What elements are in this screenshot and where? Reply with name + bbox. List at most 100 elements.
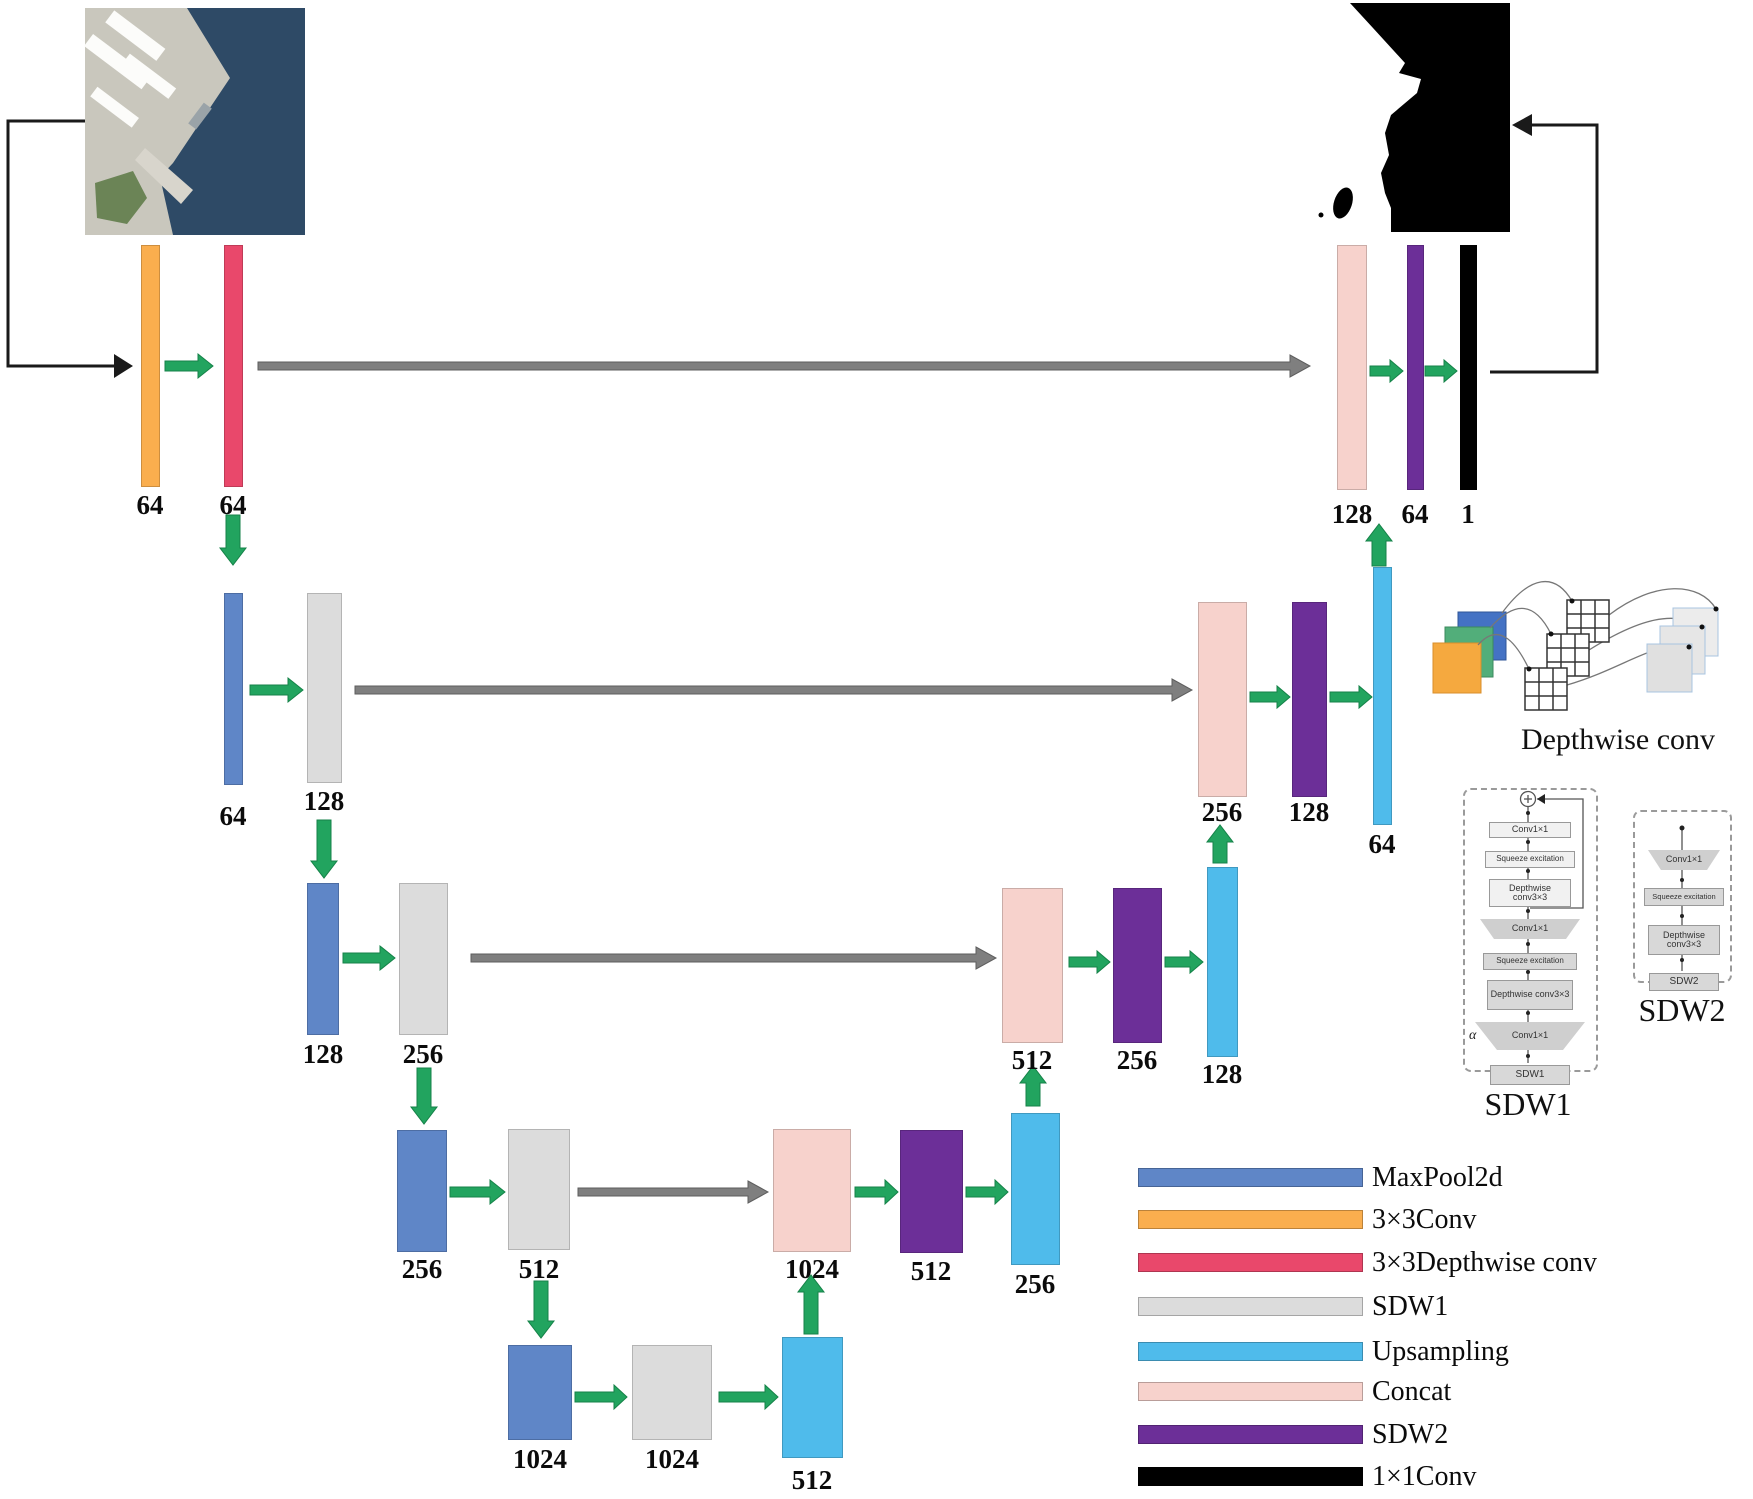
legend-label: Upsampling (1372, 1336, 1509, 1367)
channel-label: 512 (791, 1465, 833, 1495)
input-satellite-image (84, 8, 305, 235)
legend-swatch-maxpool (1138, 1168, 1363, 1187)
legend-label: SDW1 (1372, 1291, 1449, 1322)
sdw1-step: Conv1×1 (1480, 919, 1580, 939)
arrow-right (854, 1178, 899, 1206)
sdw2-junction-dots (1679, 825, 1685, 962)
sdw1-step: Squeeze excitation (1483, 953, 1577, 970)
legend-label: 1×1Conv (1372, 1461, 1477, 1492)
skip-arrow-level1 (257, 354, 1312, 378)
bar-dec3-concat (1002, 888, 1063, 1043)
legend-swatch-concat (1138, 1382, 1363, 1401)
arrow-right (965, 1178, 1009, 1206)
sdw1-step: Depthwise conv3×3 (1489, 879, 1571, 907)
feature-map-orange (1432, 642, 1482, 694)
bar-dec1-concat (1337, 245, 1367, 490)
depthwise-conv-illustration (1432, 580, 1719, 711)
arrow-down (526, 1280, 556, 1339)
bar-dec1-conv1x1 (1460, 245, 1477, 490)
flow-arrows (164, 352, 1458, 1411)
channel-label: 1024 (785, 1254, 839, 1284)
skip-arrow-level4 (577, 1180, 770, 1204)
bar-enc4-sdw1 (508, 1129, 570, 1250)
sdw2-caption: SDW2 (1638, 992, 1726, 1028)
alpha-label: α (1469, 1028, 1477, 1043)
channel-label: 64 (1368, 829, 1396, 859)
bar-bottom-upsampling (782, 1337, 843, 1458)
curve-endpoint-dots (1526, 598, 1719, 672)
bar-enc2-sdw1 (307, 593, 342, 783)
arrow-right (574, 1383, 628, 1411)
skip-connection-arrows (257, 354, 1312, 1204)
bar-bottom-maxpool (508, 1345, 572, 1440)
sdw2-step: Depthwise conv3×3 (1648, 925, 1720, 955)
arrow-right (1249, 684, 1291, 710)
sdw2-tag-box: SDW2 (1649, 973, 1719, 991)
bar-dec2-concat (1198, 602, 1247, 797)
arrow-up (796, 1274, 826, 1335)
legend-swatch-upsampling (1138, 1342, 1363, 1361)
legend-swatch-conv3x3 (1138, 1210, 1363, 1229)
channel-label: 1024 (513, 1444, 567, 1474)
arrow-right (1369, 358, 1404, 384)
legend-swatch-depthwise (1138, 1253, 1363, 1272)
arrow-down (409, 1067, 439, 1125)
channel-label: 256 (1014, 1269, 1056, 1299)
sdw1-step: Depthwise conv3×3 (1487, 980, 1573, 1010)
output-feed-arrowhead (1512, 114, 1532, 136)
legend-swatch-sdw1 (1138, 1297, 1363, 1316)
channel-label: 256 (402, 1039, 444, 1069)
channel-label: 128 (302, 1039, 344, 1069)
legend-label: 3×3Depthwise conv (1372, 1247, 1597, 1278)
depthwise-conv-caption: Depthwise conv (1520, 723, 1716, 756)
arrow-right (1068, 949, 1111, 975)
kernel-grids (1524, 599, 1610, 711)
channel-label: 128 (1201, 1059, 1243, 1089)
skip-arrow-level2 (354, 678, 1194, 702)
bar-enc3-maxpool (307, 883, 339, 1035)
channel-label: 256 (1201, 797, 1243, 827)
sdw2-step: Conv1×1 (1648, 850, 1720, 870)
channel-label: 256 (1116, 1045, 1158, 1075)
input-feed-line (6, 119, 114, 368)
arrow-right (1164, 949, 1204, 975)
bar-dec3-sdw2 (1113, 888, 1162, 1043)
arrow-down (309, 819, 339, 879)
arrow-right (249, 676, 304, 704)
sdw1-block-diagram: Conv1×1 Squeeze excitation Depthwise con… (1463, 788, 1598, 1085)
sdw1-tag-box: SDW1 (1490, 1065, 1570, 1085)
arrow-down (218, 514, 248, 566)
bar-dec4-sdw2 (900, 1130, 963, 1253)
channel-label: 64 (219, 490, 247, 520)
bar-dec1-sdw2 (1407, 245, 1424, 490)
sdw1-step: Conv1×1 (1475, 1022, 1585, 1050)
legend-label: 3×3Conv (1372, 1204, 1477, 1235)
sdw1-caption: SDW1 (1484, 1086, 1572, 1122)
legend-swatch-sdw2 (1138, 1425, 1363, 1444)
channel-label: 64 (1401, 499, 1429, 529)
bar-bottom-sdw1 (632, 1345, 712, 1440)
bar-dec4-concat (773, 1129, 851, 1252)
legend-label: MaxPool2d (1372, 1162, 1503, 1193)
bar-enc3-sdw1 (399, 883, 448, 1035)
bar-dec2-sdw2 (1292, 602, 1327, 797)
channel-label: 256 (401, 1254, 443, 1284)
channel-label: 128 (1331, 499, 1373, 529)
sdw1-step: Squeeze excitation (1485, 851, 1575, 868)
bar-dec2-upsampling (1373, 567, 1392, 825)
bar-enc1-depthwise (224, 245, 243, 487)
arrow-up (1364, 523, 1394, 567)
channel-label: 512 (910, 1256, 952, 1286)
channel-label: 128 (1288, 797, 1330, 827)
arrow-right (718, 1383, 779, 1411)
channel-label: 64 (219, 801, 247, 831)
output-maps (1646, 607, 1719, 693)
skip-arrow-level3 (470, 946, 998, 970)
legend-label: Concat (1372, 1376, 1452, 1407)
bar-dec3-upsampling (1207, 867, 1238, 1057)
sdw1-step: Conv1×1 (1489, 822, 1571, 838)
bar-dec4-upsampling (1011, 1113, 1060, 1265)
arrow-right (449, 1178, 506, 1206)
sdw2-block-diagram: Conv1×1 Squeeze excitation Depthwise con… (1633, 810, 1732, 991)
arrow-up (1205, 824, 1235, 864)
